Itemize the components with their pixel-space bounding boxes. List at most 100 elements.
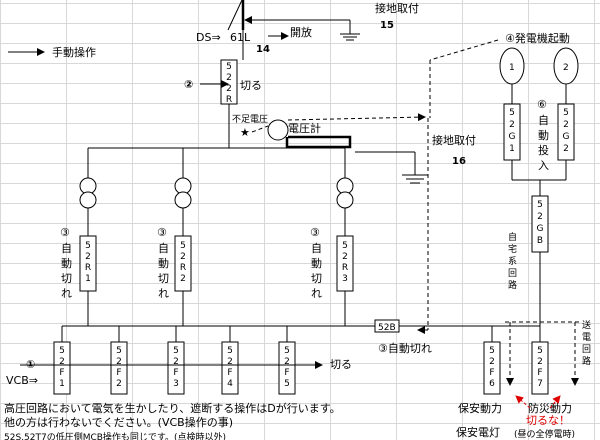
svg-text:動: 動 [538,128,549,142]
svg-text:切: 切 [61,272,72,285]
svg-text:自: 自 [508,231,517,243]
svg-text:F: F [537,368,542,378]
svg-text:③: ③ [157,226,167,239]
step2-marker: ② [184,78,193,91]
svg-text:5: 5 [226,62,232,72]
breaker-52f2 [110,341,128,395]
gen-start-dash [429,39,499,61]
svg-text:2: 2 [180,252,186,262]
note-1: 高圧回路において電気を生かしたり、遮断する操作はDが行います。 [4,401,341,415]
svg-text:2: 2 [537,212,543,222]
breaker-52f5 [278,341,296,395]
grounding-top-label: 接地取付 [375,2,419,15]
kiruna-arrow-right [549,395,561,409]
svg-text:F: F [227,368,232,378]
svg-text:R: R [226,95,232,105]
svg-text:1: 1 [509,144,515,154]
feeder-drops [61,326,541,342]
svg-text:R: R [85,263,91,273]
auto-close-label: ⑥ 自 動 投 入 [537,98,549,172]
ground-symbol-top [340,33,360,41]
svg-text:動: 動 [61,256,72,270]
svg-text:7: 7 [537,379,543,389]
svg-text:入: 入 [538,159,549,172]
svg-text:R: R [342,263,348,273]
ds-id: 61L [230,31,251,44]
jitaku-label: 自 宅 系 回 路 [508,231,517,291]
gen2-label: 2 [563,63,569,73]
svg-text:F: F [59,368,64,378]
svg-text:G: G [563,132,570,142]
svg-text:1: 1 [85,274,91,284]
auto-trip-label-1: ③ 自 動 切 れ [60,226,72,300]
grounding-mid-label: 接地取付 [432,134,476,147]
svg-text:切: 切 [158,272,169,285]
svg-text:2: 2 [226,84,232,94]
svg-text:系: 系 [508,256,517,267]
svg-text:5: 5 [284,379,290,389]
svg-text:2: 2 [284,357,290,367]
svg-text:3: 3 [342,274,348,284]
kiru-bottom-label: 切る [330,358,352,371]
svg-text:5: 5 [227,346,233,356]
svg-text:自: 自 [61,242,72,255]
ground-symbol-mid [402,174,428,184]
voltmeter-circle [267,119,289,141]
auto-trip-label-2: ③ 自 動 切 れ [157,226,169,300]
svg-text:F: F [173,368,178,378]
svg-text:6: 6 [489,379,495,389]
svg-text:③: ③ [310,226,320,239]
manual-op-label: 手動操作 [52,45,96,59]
svg-text:宅: 宅 [508,243,517,255]
svg-text:5: 5 [180,241,186,251]
svg-text:2: 2 [85,252,91,262]
kiru-label: 切る [240,79,262,92]
step14-label: 14 [256,44,270,55]
svg-text:2: 2 [226,73,232,83]
svg-text:自: 自 [158,242,169,255]
soden-label: 送 電 回 路 [582,319,591,367]
svg-text:G: G [537,224,544,234]
svg-text:5: 5 [59,346,65,356]
step15-label: 15 [380,20,394,31]
svg-text:2: 2 [116,357,122,367]
svg-text:れ: れ [311,287,322,300]
svg-text:F: F [284,368,289,378]
svg-text:2: 2 [563,120,569,130]
svg-text:5: 5 [342,241,348,251]
uv-dash [251,125,269,133]
svg-text:5: 5 [537,200,543,210]
breaker-52f4 [221,341,239,395]
svg-text:路: 路 [508,279,517,291]
svg-text:れ: れ [61,287,72,300]
svg-text:2: 2 [537,357,543,367]
svg-text:れ: れ [158,287,169,300]
svg-text:5: 5 [509,108,515,118]
svg-text:2: 2 [509,120,515,130]
svg-text:2: 2 [563,144,569,154]
auto-trip-bus-label: ③自動切れ [378,341,432,355]
gen-start-label: ④発電機起動 [505,31,570,45]
hoan-dento-label: 保安電灯 [456,425,500,439]
vcb-label: VCB⇒ [6,374,38,387]
svg-text:2: 2 [180,274,186,284]
svg-text:⑥: ⑥ [537,98,547,111]
kiruna-arrow-left [515,395,531,409]
auto-trip-label-3: ③ 自 動 切 れ [310,226,322,300]
hoan-douryoku-label: 保安動力 [458,401,502,415]
svg-text:5: 5 [563,108,569,118]
svg-text:2: 2 [173,357,179,367]
svg-text:1: 1 [59,379,65,389]
b52-label: 52B [378,323,396,333]
svg-text:R: R [180,263,186,273]
breaker-52f6 [483,341,501,395]
undervoltage-label: 不足電圧 [232,114,268,125]
svg-text:F: F [489,368,494,378]
note-3: 52S,52T7の低圧側MCB操作も同じです。(点検時以外) [4,431,226,440]
svg-text:電: 電 [582,332,591,343]
svg-text:自: 自 [538,114,549,127]
kiruna-label: 切るな！ [526,414,570,427]
voltmeter-box [285,135,352,149]
breaker-52f7 [531,341,549,395]
